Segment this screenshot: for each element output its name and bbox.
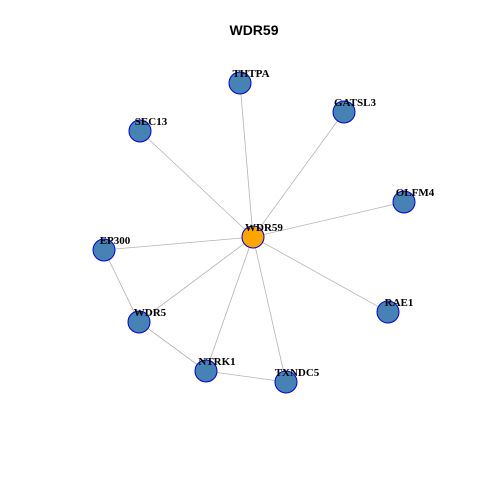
node-label-sec13: SEC13 [135, 116, 168, 128]
diagram-title: WDR59 [229, 22, 278, 38]
node-txndc5 [274, 370, 298, 394]
edge-wdr59-wdr5 [138, 236, 254, 323]
node-gatsl3 [332, 100, 356, 124]
node-layer [92, 71, 416, 394]
node-rae1 [376, 300, 400, 324]
node-label-wdr5: WDR5 [134, 307, 167, 319]
edge-wdr59-ep300 [103, 236, 254, 251]
edge-layer [103, 82, 405, 383]
node-label-wdr59: WDR59 [245, 222, 283, 234]
node-label-ep300: EP300 [100, 235, 131, 247]
node-ep300 [92, 238, 116, 262]
edge-wdr5-ntrk1 [138, 321, 207, 372]
node-olfm4 [392, 190, 416, 214]
node-label-ntrk1: NTRK1 [198, 356, 235, 368]
edge-ntrk1-txndc5 [205, 370, 287, 383]
node-label-rae1: RAE1 [385, 297, 414, 309]
label-layer: WDR59 THTPA GATSL3SEC13OLFM4EP300RAE1WDR5N… [100, 68, 435, 379]
node-wdr59 [241, 225, 265, 249]
node-sec13 [128, 119, 152, 143]
edge-ep300-wdr5 [103, 249, 140, 323]
edge-wdr59-sec13 [139, 130, 254, 238]
node-ntrk1 [194, 359, 218, 383]
node-label-thtpa: THTPA [232, 68, 269, 80]
edge-wdr59-rae1 [252, 236, 389, 313]
edge-wdr59-txndc5 [252, 236, 287, 383]
node-thtpa [228, 71, 252, 95]
node-wdr5 [127, 310, 151, 334]
edge-wdr59-thtpa [239, 82, 254, 238]
edge-wdr59-ntrk1 [205, 236, 254, 372]
edge-wdr59-gatsl3 [252, 111, 345, 238]
node-label-gatsl3: GATSL3 [334, 97, 376, 109]
edge-wdr59-olfm4 [252, 201, 405, 238]
node-label-txndc5: TXNDC5 [275, 367, 320, 379]
node-label-olfm4: OLFM4 [396, 187, 435, 199]
